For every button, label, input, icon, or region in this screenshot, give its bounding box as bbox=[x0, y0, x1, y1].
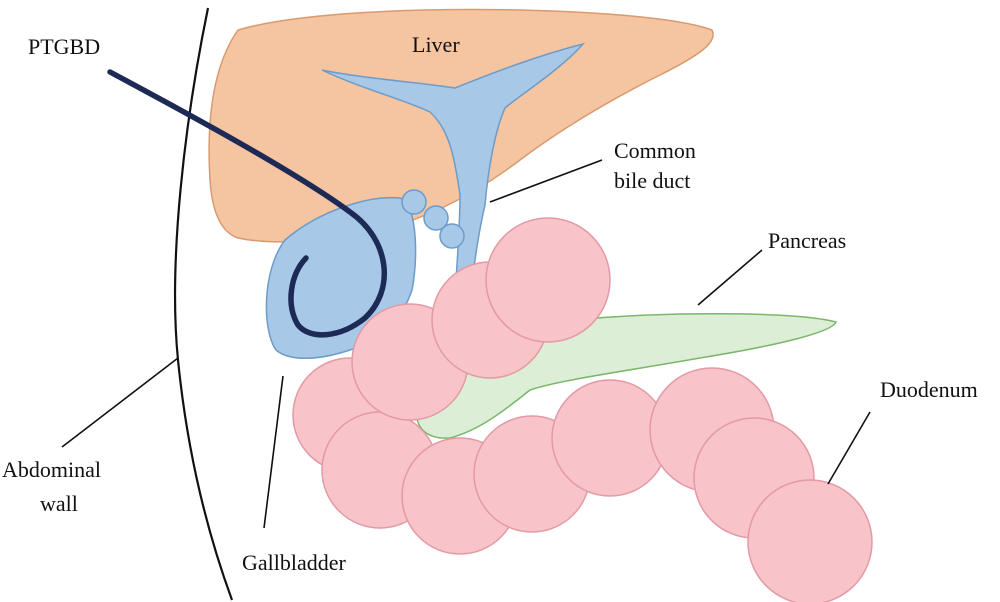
label-abdominal-wall-line1: Abdominal bbox=[2, 457, 101, 482]
stone-2 bbox=[423, 205, 449, 231]
label-ptgbd: PTGBD bbox=[28, 34, 100, 59]
abdominal-wall-line bbox=[173, 7, 234, 601]
stone-1 bbox=[401, 189, 427, 215]
ptgbd-drain-tube bbox=[107, 69, 388, 338]
duodenum bbox=[292, 217, 873, 602]
leader-common-bile-duct bbox=[489, 159, 603, 203]
label-liver: Liver bbox=[412, 32, 460, 57]
label-common-bile-duct-line2: bile duct bbox=[614, 168, 690, 193]
leader-duodenum bbox=[827, 411, 871, 485]
leader-gallbladder bbox=[263, 375, 284, 529]
duodenum-segment bbox=[485, 217, 611, 343]
leader-abdominal-wall bbox=[61, 357, 179, 448]
label-duodenum: Duodenum bbox=[880, 377, 978, 402]
label-abdominal-wall-line2: wall bbox=[40, 491, 78, 516]
leader-pancreas bbox=[697, 249, 763, 306]
label-common-bile-duct-line1: Common bbox=[614, 138, 696, 163]
label-pancreas: Pancreas bbox=[768, 228, 846, 253]
duodenum-segment bbox=[747, 479, 873, 602]
bile-duct-shape bbox=[321, 42, 586, 283]
label-gallbladder: Gallbladder bbox=[242, 550, 347, 575]
stone-3 bbox=[439, 223, 465, 249]
